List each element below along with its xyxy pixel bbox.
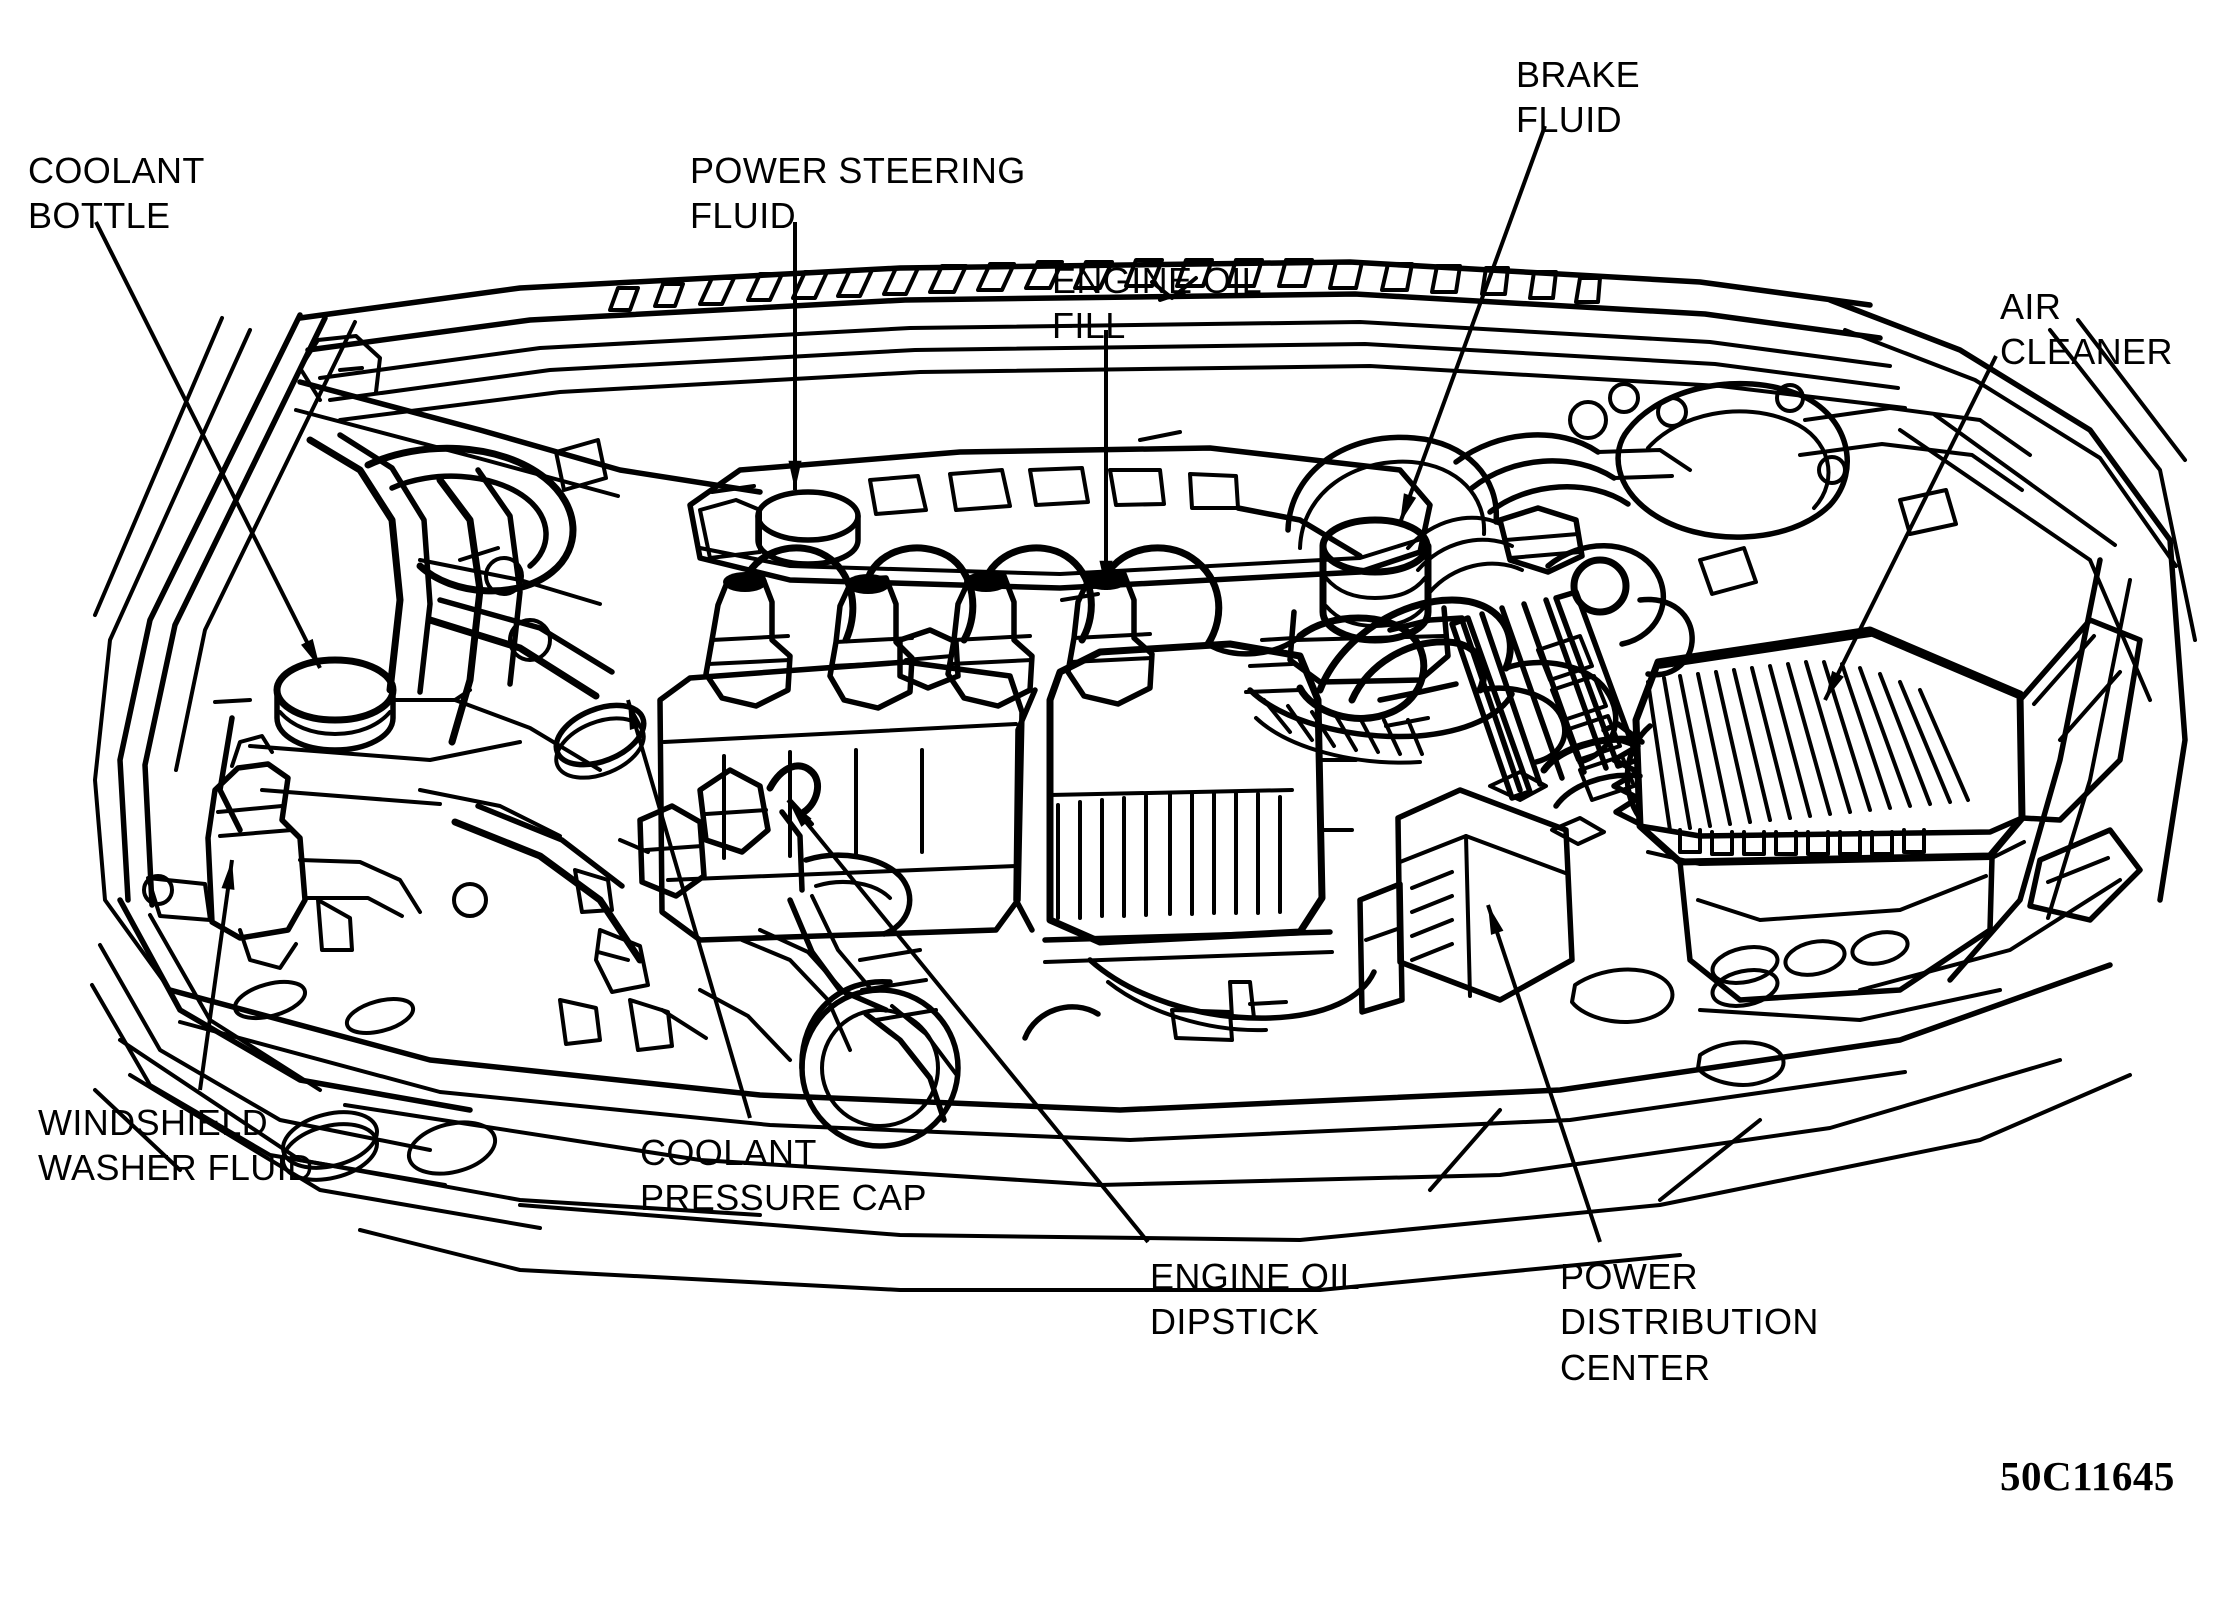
washer-fluid-reservoir bbox=[142, 734, 498, 1182]
leader-line-air-cleaner bbox=[1823, 355, 1998, 701]
callout-line: CLEANER bbox=[2000, 331, 2173, 373]
callout-line: FLUID bbox=[1516, 99, 1623, 141]
misc-hardware bbox=[452, 382, 1958, 918]
figure-number: 50C11645 bbox=[2000, 1453, 2175, 1499]
leader-line-windshield-washer-fluid bbox=[198, 859, 234, 1091]
callout-line: ENGINE OIL bbox=[1052, 260, 1263, 301]
leader-arrowhead-air-cleaner bbox=[1825, 670, 1844, 700]
callout-line: ENGINE OIL bbox=[1150, 1256, 1361, 1297]
leader-line-power-distribution-center bbox=[1486, 904, 1602, 1243]
leader-arrowhead-windshield-washer-fluid bbox=[221, 860, 235, 890]
leader-arrowhead-engine-oil-fill bbox=[1099, 560, 1113, 590]
air-cleaner-housing bbox=[1540, 626, 2026, 1003]
leader-arrowhead-brake-fluid bbox=[1400, 493, 1417, 523]
engine-cover-with-vents bbox=[1013, 640, 1377, 1042]
cowl-vent-panel bbox=[297, 258, 1907, 422]
callout-line: AIR bbox=[2000, 286, 2062, 327]
right-fender-and-strut-tower bbox=[1570, 297, 2197, 1087]
leader-line-engine-oil-dipstick bbox=[786, 798, 1150, 1244]
left-hoses-and-wiring bbox=[294, 334, 763, 1052]
callout-line: DIPSTICK bbox=[1150, 1301, 1320, 1343]
callout-line: DISTRIBUTION bbox=[1560, 1301, 1819, 1343]
leader-line-brake-fluid bbox=[1398, 125, 1547, 524]
right-support-bracket bbox=[2017, 617, 2143, 923]
callout-line: BRAKE bbox=[1516, 54, 1641, 95]
callout-line: POWER STEERING bbox=[690, 150, 1026, 191]
callout-line: BOTTLE bbox=[28, 195, 171, 237]
callout-line: COOLANT bbox=[640, 1132, 817, 1173]
vehicle-body-outline bbox=[90, 312, 2132, 1292]
callout-leader-lines bbox=[94, 125, 1998, 1244]
callout-line: WINDSHIELD bbox=[38, 1102, 269, 1143]
leader-arrowhead-power-distribution-center bbox=[1488, 905, 1504, 935]
callout-line: PRESSURE CAP bbox=[640, 1177, 927, 1219]
leader-arrowhead-coolant-pressure-cap bbox=[628, 700, 643, 730]
leader-arrowhead-engine-oil-dipstick bbox=[788, 800, 812, 827]
callout-line: COOLANT bbox=[28, 150, 205, 191]
coolant-reservoir-bottle bbox=[213, 656, 522, 833]
callout-line: WASHER FLUID bbox=[38, 1147, 314, 1189]
callout-line: CENTER bbox=[1560, 1346, 1711, 1388]
callout-line: FILL bbox=[1052, 305, 1126, 347]
leader-line-coolant-pressure-cap bbox=[626, 699, 752, 1119]
leader-arrowhead-coolant-bottle bbox=[301, 638, 320, 668]
wiring-harness bbox=[1357, 543, 1695, 1015]
callout-line: FLUID bbox=[690, 195, 797, 237]
leader-arrowhead-power-steering-fluid bbox=[788, 460, 802, 490]
callout-line: POWER bbox=[1560, 1256, 1699, 1297]
leader-line-coolant-bottle bbox=[94, 221, 322, 669]
